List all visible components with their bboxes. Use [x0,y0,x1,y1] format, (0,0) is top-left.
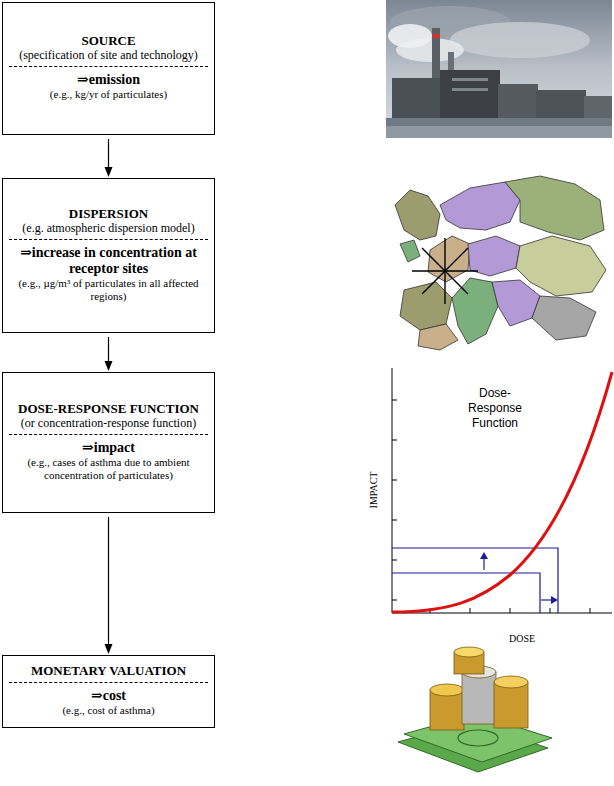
box-heading: SOURCE [9,33,208,48]
box-note: (e.g., kg/yr of particulates) [9,88,208,101]
box-result: ⇒cost [9,682,208,704]
arrow-line [108,517,109,646]
flow-arrow [105,139,113,177]
dose-response-chart [392,368,612,613]
power-plant-photo [386,0,612,138]
arrow-head [105,361,113,371]
flow-arrow [105,517,113,654]
box-note: (or concentration-response function) [9,416,208,430]
chart-title: Dose-Response Function [455,386,535,431]
arrow-head [105,167,113,177]
process-box: SOURCE(specification of site and technol… [2,2,215,135]
box-heading: MONETARY VALUATION [9,663,208,678]
europe-map [395,176,606,350]
axis-label: IMPACT [368,460,380,520]
box-result: ⇒emission [9,66,208,88]
axis-label: DOSE [492,633,552,645]
dispersion-star [412,238,478,304]
arrow-line [108,139,109,169]
arrow-head [105,644,113,654]
box-result: ⇒impact [9,434,208,456]
process-box: MONETARY VALUATION ⇒cost(e.g., cost of as… [2,655,215,728]
box-note: (e.g., cost of asthma) [9,704,208,717]
box-result: ⇒increase in concentration at receptor s… [9,239,208,277]
flow-arrow [105,337,113,371]
box-note: (e.g., µg/m³ of particulates in all affe… [9,277,208,303]
process-box: DOSE-RESPONSE FUNCTION(or concentration-… [2,372,215,513]
box-heading: DISPERSION [9,206,208,221]
box-note: (e.g. atmospheric dispersion model) [9,221,208,235]
arrow-line [108,337,109,363]
box-heading: DOSE-RESPONSE FUNCTION [9,401,208,416]
process-box: DISPERSION(e.g. atmospheric dispersion m… [2,178,215,333]
box-note: (e.g., cases of asthma due to ambient co… [9,456,208,482]
box-note: (specification of site and technology) [9,48,208,62]
money-picture [398,647,552,772]
